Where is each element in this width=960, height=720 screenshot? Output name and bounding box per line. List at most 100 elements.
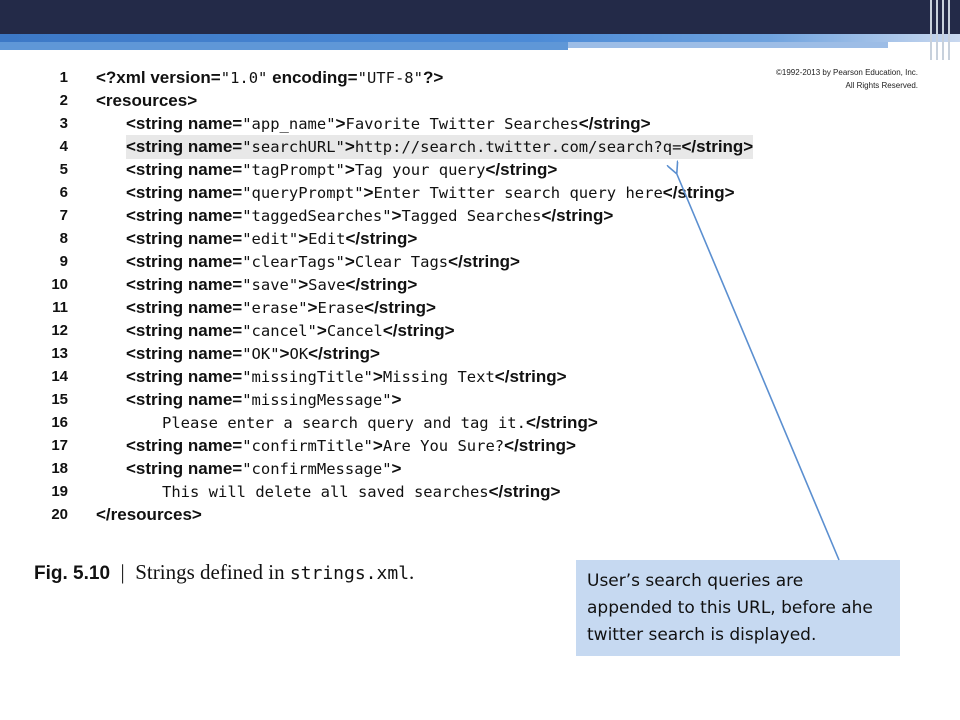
line-number: 12 <box>51 322 68 339</box>
xml-value: "clearTags" <box>242 253 345 271</box>
code-line: 2 <resources> <box>0 89 960 112</box>
xml-value: Favorite Twitter Searches <box>345 115 579 133</box>
xml-value: "missingMessage" <box>242 391 392 409</box>
xml-value: This will delete all saved searches <box>162 483 489 501</box>
xml-tag: </string> <box>488 482 561 501</box>
xml-value: "queryPrompt" <box>242 184 364 202</box>
xml-value: "app_name" <box>242 115 336 133</box>
xml-tag: > <box>307 298 318 317</box>
code-line: 1<?xml version="1.0" encoding="UTF-8"?> <box>0 66 960 89</box>
code-line: 13<string name="OK">OK</string> <box>0 342 960 365</box>
xml-value: OK <box>289 345 309 363</box>
code-line: 9<string name="clearTags">Clear Tags</st… <box>0 250 960 273</box>
xml-tag: </string> <box>364 298 436 317</box>
code-text: <string name="missingMessage"> <box>126 388 401 412</box>
code-text: This will delete all saved searches</str… <box>162 480 560 504</box>
xml-value: Enter Twitter search query here <box>373 184 663 202</box>
xml-value: http://search.twitter.com/search?q= <box>354 138 682 156</box>
xml-value: "save" <box>242 276 299 294</box>
xml-tag: > <box>363 183 374 202</box>
code-line: 11 <string name="erase">Erase</string> <box>0 296 960 319</box>
copyright-notice: ©1992-2013 by Pearson Education, Inc. Al… <box>776 68 918 90</box>
xml-value: Tagged Searches <box>401 207 542 225</box>
line-number: 9 <box>59 253 68 270</box>
xml-tag: </string> <box>504 436 576 455</box>
xml-tag: </string> <box>485 160 558 179</box>
code-text: <string name="edit">Edit</string> <box>126 227 417 251</box>
xml-tag: > <box>335 114 346 133</box>
line-number: 8 <box>59 230 68 247</box>
xml-tag: > <box>372 367 383 386</box>
xml-value: Erase <box>317 299 365 317</box>
caption-text: Strings defined in <box>135 560 285 584</box>
line-number: 19 <box>51 483 68 500</box>
code-line: 6<string name="queryPrompt">Enter Twitte… <box>0 181 960 204</box>
xml-tag: </string> <box>345 229 418 248</box>
code-text: <string name="app_name">Favorite Twitter… <box>126 112 651 136</box>
xml-value: "confirmTitle" <box>242 437 373 455</box>
code-text: <string name="missingTitle">Missing Text… <box>126 365 567 389</box>
xml-tag: </string> <box>494 367 567 386</box>
xml-tag: > <box>298 275 309 294</box>
line-number: 4 <box>59 138 68 155</box>
accent-stripe-right <box>568 42 888 48</box>
xml-value: Cancel <box>326 322 383 340</box>
code-line: 5<string name="tagPrompt">Tag your query… <box>0 158 960 181</box>
xml-tag: </string> <box>662 183 735 202</box>
line-number: 10 <box>51 276 68 293</box>
line-number: 6 <box>59 184 68 201</box>
xml-value: "searchURL" <box>242 138 345 156</box>
figure-caption: Fig. 5.10 | Strings defined in strings.x… <box>34 560 414 585</box>
xml-tag: encoding= <box>267 68 358 87</box>
xml-value: "tagPrompt" <box>242 161 345 179</box>
code-line: 16 Please enter a search query and tag it… <box>0 411 960 434</box>
code-text: <string name="OK">OK</string> <box>126 342 380 366</box>
xml-value: Save <box>308 276 346 294</box>
xml-value: Are You Sure? <box>382 437 505 455</box>
line-number: 11 <box>52 299 68 316</box>
code-line: 4 <string name="searchURL">http://search.… <box>0 135 960 159</box>
xml-tag: <string name= <box>126 459 243 478</box>
xml-value: "1.0" <box>220 69 268 87</box>
line-number: 16 <box>51 414 68 431</box>
code-text: <string name="tagPrompt">Tag your query<… <box>126 158 557 182</box>
caption-period: . <box>409 560 415 584</box>
code-line: 3 <string name="app_name">Favorite Twitte… <box>0 112 960 135</box>
xml-tag: <string name= <box>126 321 243 340</box>
xml-tag: </string> <box>308 344 380 363</box>
xml-tag: > <box>279 344 290 363</box>
xml-value: Clear Tags <box>354 253 449 271</box>
xml-tag: > <box>391 206 402 225</box>
xml-value: Missing Text <box>382 368 495 386</box>
figure-number: Fig. 5.10 <box>34 563 111 584</box>
xml-tag: <string name= <box>126 344 243 363</box>
xml-tag: </string> <box>345 275 418 294</box>
line-number: 20 <box>51 506 68 523</box>
code-text: <string name="cancel">Cancel</string> <box>126 319 455 343</box>
xml-value: Tag your query <box>354 161 486 179</box>
line-number: 17 <box>51 437 68 454</box>
xml-tag: <string name= <box>126 436 243 455</box>
code-line: 10 <string name="save">Save</string> <box>0 273 960 296</box>
xml-tag: <string name= <box>126 137 243 156</box>
code-line: 14<string name="missingTitle">Missing Te… <box>0 365 960 388</box>
xml-tag: <resources> <box>96 91 198 110</box>
xml-tag: <string name= <box>126 390 243 409</box>
xml-tag: <string name= <box>126 206 243 225</box>
xml-value: "cancel" <box>242 322 317 340</box>
xml-value: "UTF-8" <box>357 69 423 87</box>
code-text: <string name="searchURL">http://search.t… <box>126 135 754 159</box>
xml-value: Please enter a search query and tag it. <box>162 414 526 432</box>
code-text: <string name="confirmTitle">Are You Sure… <box>126 434 576 458</box>
code-text: </resources> <box>96 503 202 527</box>
code-text: <string name="save">Save</string> <box>126 273 417 297</box>
xml-tag: </string> <box>382 321 455 340</box>
line-number: 3 <box>59 115 68 132</box>
xml-tag: > <box>344 137 355 156</box>
line-number: 2 <box>59 92 68 109</box>
xml-value: "erase" <box>242 299 308 317</box>
xml-tag: <string name= <box>126 252 243 271</box>
code-line: 19 This will delete all saved searches</s… <box>0 480 960 503</box>
xml-tag: <string name= <box>126 298 243 317</box>
xml-tag: <string name= <box>126 367 243 386</box>
